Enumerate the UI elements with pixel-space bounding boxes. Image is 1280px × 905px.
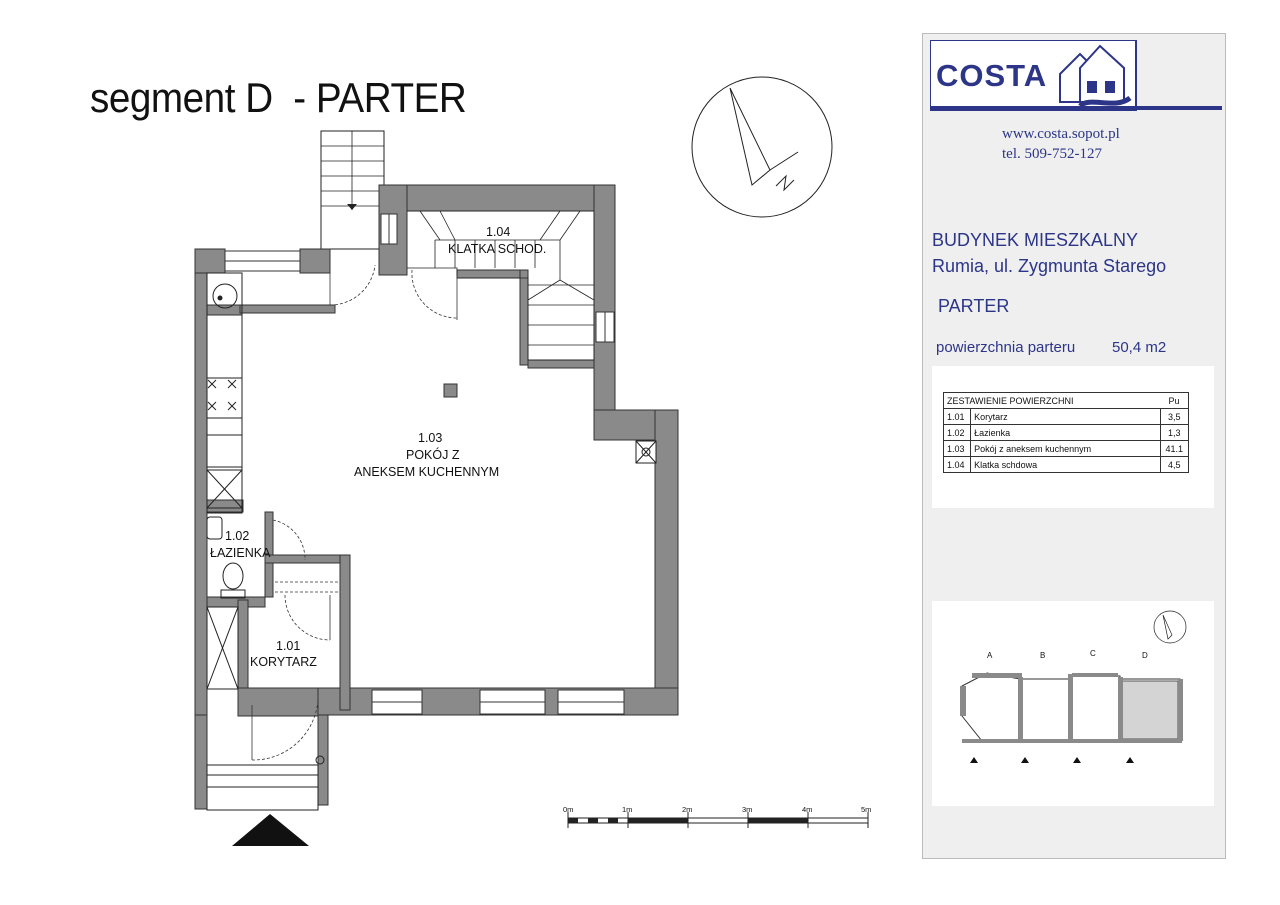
room-1.04-num: 1.04 <box>486 225 510 239</box>
scale-bar: 0m 1m 2m 3m 4m 5m <box>563 805 871 828</box>
table-cell-no: 1.02 <box>942 424 972 441</box>
bathroom-fixtures <box>206 516 246 599</box>
table-cell-area: 1,3 <box>1159 424 1189 441</box>
table-row: 1.02 Łazienka 1,3 <box>942 424 1189 441</box>
segment-label-d: D <box>1142 651 1148 660</box>
scale-label-1: 1m <box>622 805 632 814</box>
room-1.02-name: ŁAZIENKA <box>210 546 271 560</box>
entrance-arrow-icon <box>232 814 309 846</box>
room-1.01-num: 1.01 <box>276 639 300 653</box>
area-value: 50,4 m2 <box>1112 339 1167 356</box>
houses-icon <box>1059 44 1132 109</box>
windows <box>224 213 625 715</box>
area-label: powierzchnia parteru <box>936 339 1076 356</box>
building-address: Rumia, ul. Zygmunta Starego <box>932 256 1167 276</box>
plan-title: segment D - PARTER <box>90 74 467 121</box>
segment-label-b: B <box>1040 651 1045 660</box>
table-cell-area: 4,5 <box>1159 456 1189 473</box>
table-row: 1.04 Klatka schdowa 4,5 <box>942 456 1189 473</box>
north-arrow-icon <box>691 76 833 218</box>
column-marker <box>443 383 458 398</box>
table-cell-name: Korytarz <box>970 408 1161 425</box>
scale-label-4: 4m <box>802 805 812 814</box>
phone-number: tel. 509-752-127 <box>1002 146 1102 162</box>
table-cell-no: 1.04 <box>942 456 972 473</box>
kitchen-fixtures <box>206 272 243 514</box>
segment-d-highlight <box>1121 680 1179 740</box>
table-cell-name: Łazienka <box>970 424 1161 441</box>
logo-text: COSTA <box>936 58 1048 93</box>
table-row: 1.01 Korytarz 3,5 <box>942 408 1189 425</box>
room-1.03-name2: ANEKSEM KUCHENNYM <box>354 465 499 479</box>
room-1.02-num: 1.02 <box>225 529 249 543</box>
costa-logo <box>930 40 1222 111</box>
table-cell-name: Klatka schdowa <box>970 456 1161 473</box>
entrance-stairs <box>206 755 325 811</box>
room-1.03-name: POKÓJ Z <box>406 447 460 462</box>
table-cell-no: 1.01 <box>942 408 972 425</box>
scale-label-0: 0m <box>563 805 573 814</box>
exterior-stairs-top <box>320 130 385 250</box>
room-1.01-name: KORYTARZ <box>250 655 317 669</box>
table-header-row: ZESTAWIENIE POWIERZCHNI Pu <box>943 392 1189 409</box>
vent-icon <box>635 440 657 464</box>
website-link[interactable]: www.costa.sopot.pl <box>1002 126 1120 142</box>
room-1.04-name: KLATKA SCHOD. <box>448 242 546 256</box>
floor-plan: 1.04 KLATKA SCHOD. 1.03 POKÓJ Z ANEKSEM … <box>194 76 871 846</box>
table-cell-no: 1.03 <box>942 440 972 457</box>
area-table: ZESTAWIENIE POWIERZCHNI Pu 1.01 Korytarz… <box>942 392 1189 473</box>
table-cell-area: 41.1 <box>1159 440 1189 457</box>
table-cell-name: Pokój z aneksem kuchennym <box>970 440 1161 457</box>
walls <box>194 184 679 810</box>
scale-label-3: 3m <box>742 805 752 814</box>
table-unit: Pu <box>1160 392 1189 409</box>
segment-label-a: A <box>987 651 993 660</box>
interior-stairs <box>407 210 595 361</box>
site-plan: A B C D <box>960 610 1187 763</box>
doors <box>251 262 458 761</box>
segment-labels: A B C D <box>987 649 1148 660</box>
wardrobe <box>206 606 239 690</box>
table-row: 1.03 Pokój z aneksem kuchennym 41.1 <box>942 440 1189 457</box>
scale-label-5: 5m <box>861 805 871 814</box>
building-type: BUDYNEK MIESZKALNY <box>932 230 1139 250</box>
room-1.03-num: 1.03 <box>418 431 442 445</box>
segment-label-c: C <box>1090 649 1096 658</box>
table-cell-area: 3,5 <box>1159 408 1189 425</box>
scale-label-2: 2m <box>682 805 692 814</box>
floor-name: PARTER <box>938 296 1010 316</box>
table-header: ZESTAWIENIE POWIERZCHNI <box>943 392 1160 409</box>
